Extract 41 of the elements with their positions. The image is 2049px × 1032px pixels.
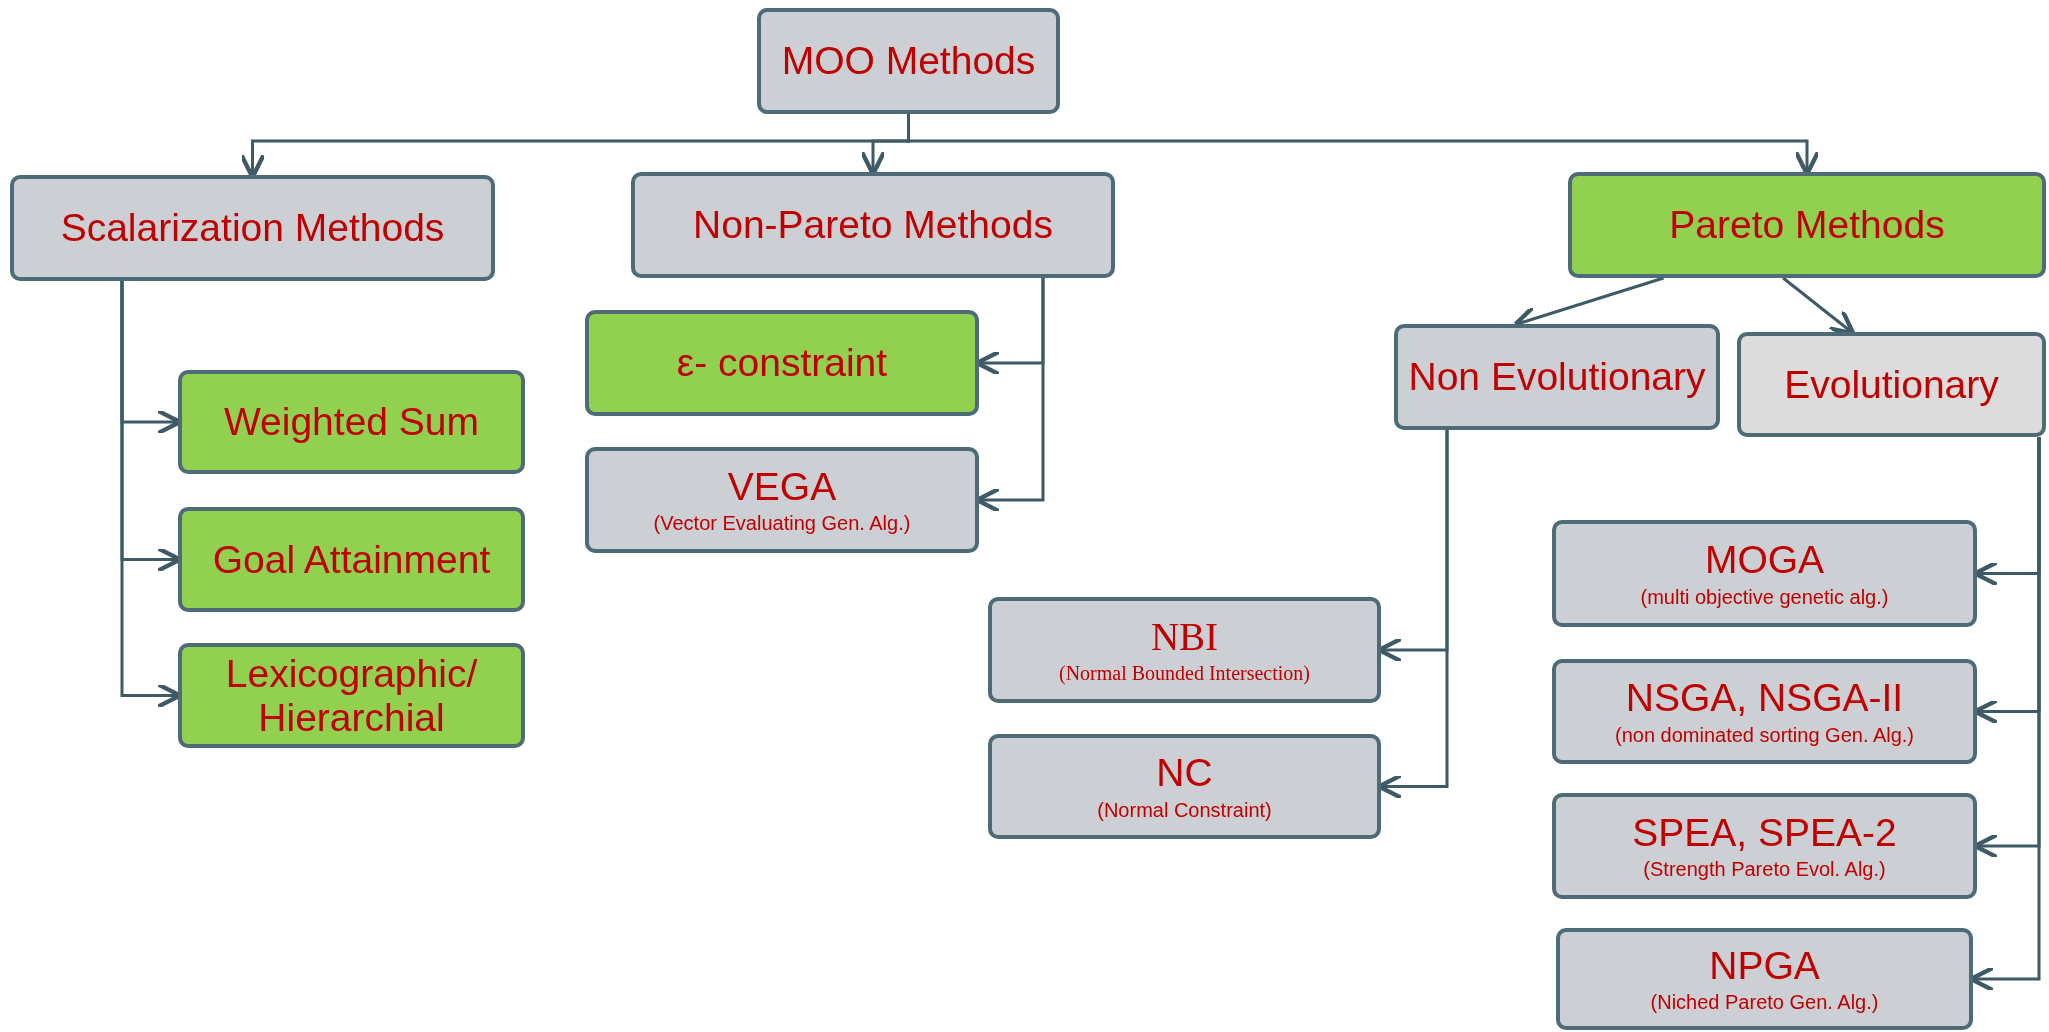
category-box bbox=[178, 507, 525, 612]
category-box bbox=[1552, 659, 1977, 764]
category-box bbox=[1552, 793, 1977, 899]
category-box bbox=[585, 447, 979, 553]
category-box bbox=[1568, 172, 2046, 278]
category-box bbox=[585, 310, 979, 416]
node-title: Scalarization Methods bbox=[60, 206, 445, 250]
category-box bbox=[1394, 324, 1720, 430]
node-title: NSGA, NSGA-II bbox=[1625, 676, 1904, 720]
node-title: NC bbox=[1156, 751, 1213, 795]
category-box bbox=[10, 175, 495, 281]
node-title: Non-Pareto Methods bbox=[693, 203, 1053, 247]
node-subtitle: (multi objective genetic alg.) bbox=[1640, 585, 1889, 609]
node-title: MOO Methods bbox=[781, 39, 1036, 83]
category-box bbox=[1556, 928, 1973, 1030]
category-box bbox=[631, 172, 1115, 278]
node-title: Non Evolutionary bbox=[1408, 355, 1706, 399]
category-box bbox=[1737, 332, 2046, 437]
category-box bbox=[988, 734, 1381, 839]
node-subtitle: (Niched Pareto Gen. Alg.) bbox=[1650, 991, 1879, 1015]
node-title: Lexicographic/ Hierarchial bbox=[224, 651, 479, 740]
node-title: NBI bbox=[1150, 614, 1219, 659]
node-title: Evolutionary bbox=[1784, 362, 1999, 407]
category-box bbox=[178, 370, 525, 474]
node-title: Weighted Sum bbox=[223, 400, 480, 444]
node-title: Pareto Methods bbox=[1669, 203, 1945, 247]
node-subtitle: (non dominated sorting Gen. Alg.) bbox=[1614, 723, 1915, 747]
node-subtitle: (Strength Pareto Evol. Alg.) bbox=[1643, 858, 1886, 882]
category-box bbox=[1552, 520, 1977, 627]
category-box bbox=[988, 597, 1381, 703]
node-subtitle: (Vector Evaluating Gen. Alg.) bbox=[653, 512, 911, 536]
node-title: NPGA bbox=[1709, 943, 1820, 988]
node-title: SPEA, SPEA-2 bbox=[1632, 810, 1897, 855]
category-box bbox=[178, 643, 525, 748]
category-box bbox=[757, 8, 1060, 114]
node-subtitle: (Normal Constraint) bbox=[1097, 798, 1272, 822]
node-title: ε- constraint bbox=[676, 341, 888, 385]
node-subtitle: (Normal Bounded Intersection) bbox=[1058, 662, 1310, 686]
node-title: Goal Attainment bbox=[212, 537, 491, 582]
node-title: VEGA bbox=[727, 464, 837, 509]
node-title: MOGA bbox=[1704, 538, 1825, 582]
